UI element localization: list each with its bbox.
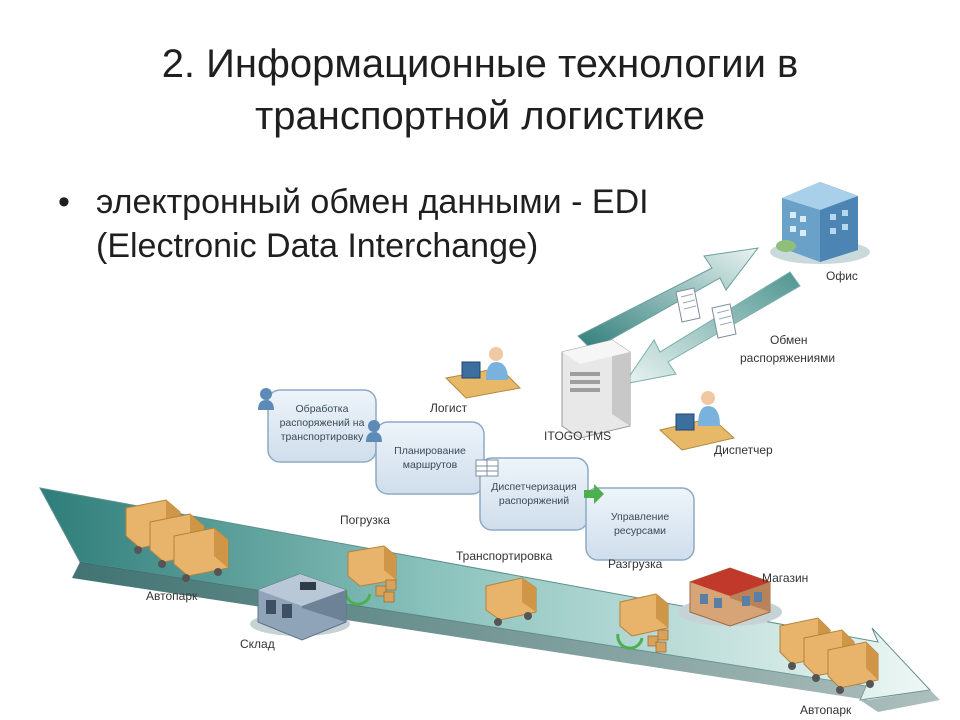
exchange-label-line-2: распоряжениями (740, 351, 835, 365)
cargo-boxes-icon (647, 629, 669, 653)
edi-upload-arrow (577, 247, 760, 351)
unloading-label: Разгрузка (608, 557, 663, 571)
store-label: Магазин (762, 571, 808, 585)
bullet-text: электронный обмен данными - EDI (Electro… (96, 180, 756, 268)
process-label: Обработка (296, 403, 349, 415)
process-box: Обработка распоряжений на транспортировк… (267, 389, 377, 463)
office-label: Офис (826, 269, 858, 283)
process-box: Управление ресурсами (585, 487, 695, 561)
truck-icon (173, 527, 229, 582)
dispatcher-person-icon (658, 391, 736, 451)
logist-person-icon (444, 347, 522, 399)
logist-label: Логист (430, 401, 468, 415)
process-label: распоряжений на (280, 417, 365, 429)
truck-icon (616, 593, 669, 650)
office-building-icon (770, 182, 870, 264)
truck-icon (485, 577, 537, 626)
truck-icon (827, 641, 879, 694)
process-label: распоряжений (499, 495, 569, 507)
process-label: Планирование (394, 445, 466, 457)
server-icon (561, 339, 631, 439)
slide-title: 2. Информационные технологии в транспорт… (0, 38, 960, 142)
process-user-icon (258, 388, 274, 410)
forward-arrow-icon (584, 484, 604, 504)
fleet-start-label: Автопарк (146, 589, 198, 603)
process-label: Управление (611, 511, 670, 523)
process-box: Диспетчеризация распоряжений (479, 457, 589, 531)
process-label: транспортировку (281, 431, 364, 443)
title-line-2: транспортной логистике (254, 94, 706, 138)
process-label: маршрутов (403, 459, 458, 471)
bullet-line-2: (Electronic Data Interchange) (96, 227, 539, 265)
bullet-dot: • (58, 183, 70, 221)
bullet-line-1: электронный обмен данными - EDI (96, 183, 649, 221)
transport-label: Транспортировка (456, 549, 553, 563)
exchange-label-line-1: Обмен (770, 333, 808, 347)
document-icon (675, 287, 701, 323)
store-icon (678, 567, 782, 627)
dispatcher-label: Диспетчер (714, 443, 773, 457)
warehouse-icon (250, 573, 350, 641)
document-icon (711, 303, 737, 339)
title-line-1: 2. Информационные технологии в (161, 42, 799, 86)
process-label: ресурсами (614, 525, 666, 537)
loading-label: Погрузка (340, 513, 390, 527)
process-box: Планирование маршрутов (375, 421, 485, 495)
truck-icon (344, 545, 397, 606)
edi-download-arrow (622, 271, 801, 385)
fleet-end-label: Автопарк (800, 703, 852, 717)
warehouse-label: Склад (240, 637, 275, 651)
tms-label: ITOGO.TMS (544, 429, 611, 443)
process-user-icon (366, 420, 382, 442)
cargo-boxes-icon (375, 579, 397, 603)
table-icon (475, 459, 499, 477)
process-label: Диспетчеризация (491, 481, 576, 493)
